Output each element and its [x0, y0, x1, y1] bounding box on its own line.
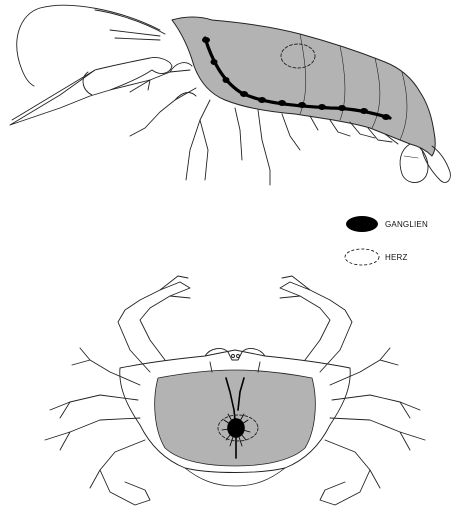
- crab-illustration: [45, 276, 425, 505]
- legend-item-herz: HERZ: [345, 249, 408, 265]
- legend-herz-symbol: [345, 249, 379, 265]
- legend-ganglien-label: GANGLIEN: [385, 220, 428, 229]
- legend-item-ganglien: GANGLIEN: [346, 216, 428, 232]
- crayfish-antennule: [95, 10, 165, 34]
- legend-ganglien-symbol: [346, 216, 378, 232]
- legend-herz-label: HERZ: [385, 253, 408, 262]
- legend: GANGLIEN HERZ: [345, 216, 428, 265]
- crayfish-illustration: [10, 5, 450, 185]
- crayfish-claw: [10, 57, 172, 125]
- crayfish-body: [172, 17, 435, 156]
